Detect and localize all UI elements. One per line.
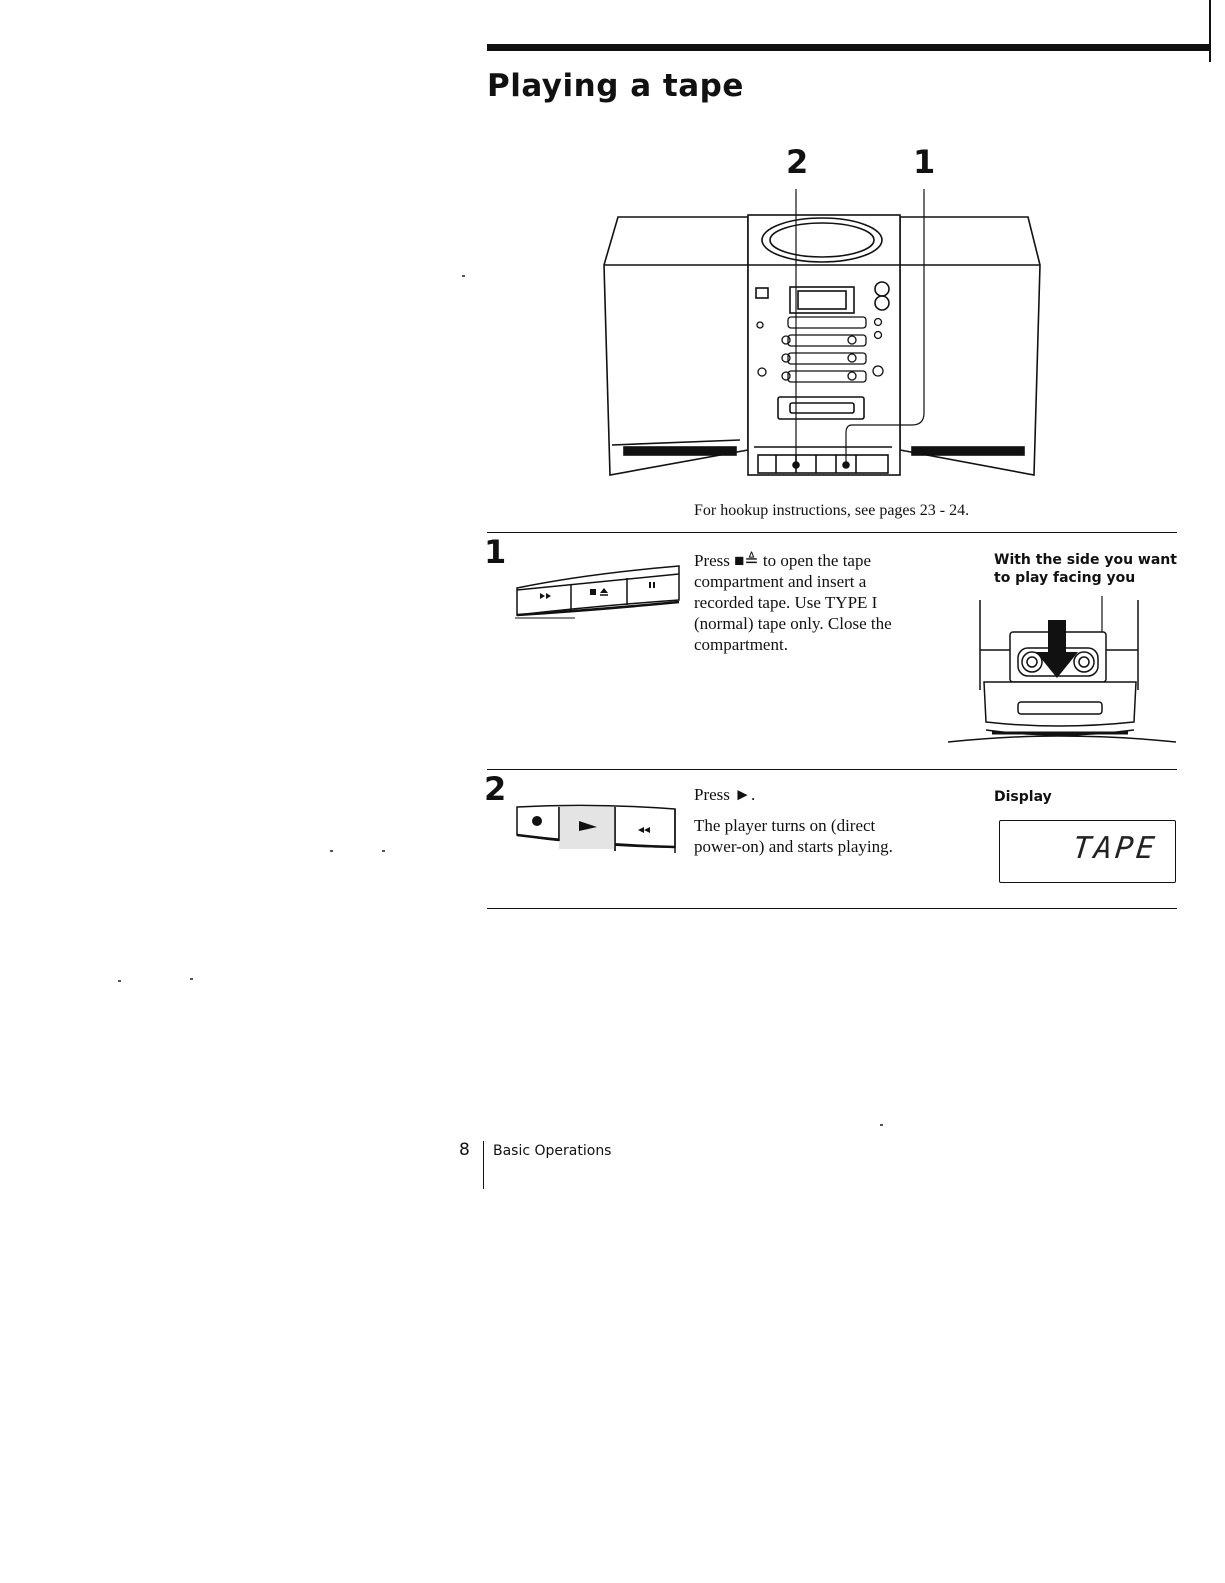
step-1-line-2: compartment and insert a [694,572,867,591]
step-1-line-4: (normal) tape only. Close the [694,614,892,633]
header-rule [487,44,1209,51]
step-2-press: Press ►. [694,785,756,804]
scan-speck [462,275,465,277]
display-label: Display [994,789,1052,805]
step-2-line-2: power-on) and starts playing. [694,837,893,856]
tape-buttons-record-play-rewind-icon [516,804,676,853]
hookup-note: For hookup instructions, see pages 23 - … [694,502,970,519]
step-1-line-5: compartment. [694,635,788,654]
step-number-1: 1 [484,533,507,571]
side-label-line-2: to play facing you [994,570,1136,586]
side-label-line-1: With the side you want [994,552,1177,568]
step-1-line-3: recorded tape. Use TYPE I [694,593,878,612]
step-1-line-1: Press ■≜ to open the tape [694,551,872,570]
section-rule-3 [487,908,1177,909]
scan-speck [330,850,333,852]
step-1-text: Press ■≜ to open the tape compartment an… [694,550,892,655]
boombox-illustration-icon [603,189,1041,476]
scan-speck [382,850,385,852]
callout-2: 2 [786,143,809,181]
section-rule-2 [487,769,1177,770]
display-readout: TAPE [1070,831,1159,866]
page-edge-mark [1209,0,1211,62]
side-label-facing: With the side you want to play facing yo… [994,551,1177,587]
page-title: Playing a tape [487,68,744,104]
step-2-line-1: The player turns on (direct [694,816,876,835]
callout-1: 1 [913,143,936,181]
step-2-text: The player turns on (direct power-on) an… [694,815,893,857]
scan-speck [190,978,193,980]
scan-speck [118,980,121,982]
page-number: 8 [459,1140,470,1160]
step-number-2: 2 [484,770,507,808]
section-rule-1 [487,532,1177,533]
footer-divider [483,1141,484,1189]
display-panel: TAPE [999,820,1176,883]
cassette-insert-illustration-icon [948,596,1176,743]
scan-speck [880,1124,883,1126]
footer-section: Basic Operations [493,1143,612,1159]
tape-buttons-ff-stop-eject-pause-icon [515,565,680,619]
